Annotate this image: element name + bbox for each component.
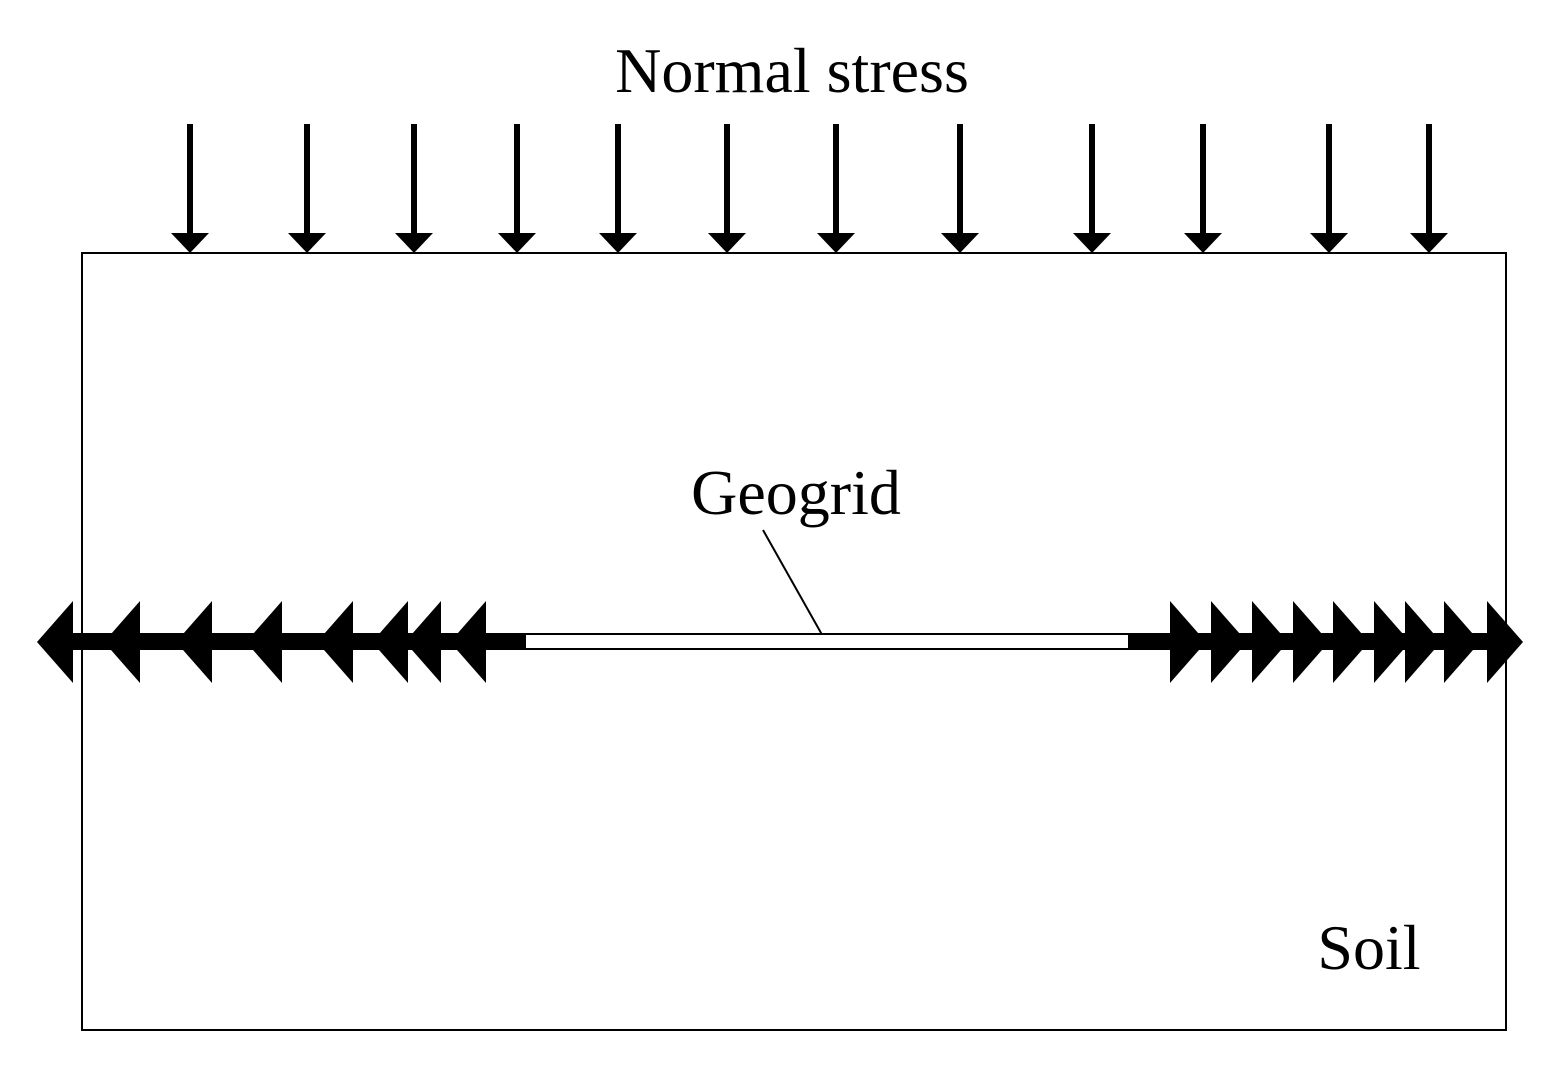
- right-pullout-arrowhead: [1374, 601, 1410, 683]
- geogrid-strip: [523, 633, 1131, 650]
- left-pullout-force: [37, 601, 526, 683]
- normal-stress-arrow: [941, 124, 979, 253]
- normal-stress-arrow: [288, 124, 326, 253]
- normal-stress-arrow: [1310, 124, 1348, 253]
- normal-stress-arrow: [171, 124, 209, 253]
- normal-stress-arrow-head: [708, 233, 746, 253]
- normal-stress-arrow: [599, 124, 637, 253]
- normal-stress-arrow-head: [1184, 233, 1222, 253]
- soil-label: Soil: [1317, 912, 1420, 983]
- normal-stress-arrow-head: [599, 233, 637, 253]
- right-pullout-arrowhead: [1333, 601, 1369, 683]
- normal-stress-arrow-head: [498, 233, 536, 253]
- right-pullout-arrowhead: [1170, 601, 1206, 683]
- normal-stress-label: Normal stress: [615, 35, 969, 106]
- normal-stress-arrow: [708, 124, 746, 253]
- normal-stress-arrow-head: [288, 233, 326, 253]
- normal-stress-arrow: [1184, 124, 1222, 253]
- right-pullout-force: [1128, 601, 1523, 683]
- right-pullout-arrowhead: [1211, 601, 1247, 683]
- left-pullout-arrowhead: [37, 601, 73, 683]
- normal-stress-arrow: [498, 124, 536, 253]
- normal-stress-arrow: [1410, 124, 1448, 253]
- normal-stress-arrow: [1073, 124, 1111, 253]
- geogrid-leader-line: [762, 529, 826, 641]
- left-pullout-arrowhead: [246, 601, 282, 683]
- right-pullout-arrowhead: [1487, 601, 1523, 683]
- geogrid-label: Geogrid: [691, 457, 901, 528]
- left-pullout-arrowhead: [450, 601, 486, 683]
- right-pullout-arrowhead: [1252, 601, 1288, 683]
- normal-stress-arrow: [817, 124, 855, 253]
- normal-stress-arrows: [171, 124, 1448, 253]
- normal-stress-arrow-head: [1310, 233, 1348, 253]
- normal-stress-arrow: [395, 124, 433, 253]
- normal-stress-arrow-head: [941, 233, 979, 253]
- normal-stress-arrow-head: [171, 233, 209, 253]
- normal-stress-arrow-head: [1073, 233, 1111, 253]
- normal-stress-arrow-head: [817, 233, 855, 253]
- right-pullout-arrowhead: [1444, 601, 1480, 683]
- left-pullout-arrowhead: [405, 601, 441, 683]
- left-pullout-arrowhead: [104, 601, 140, 683]
- right-pullout-arrowhead: [1293, 601, 1329, 683]
- normal-stress-arrow-head: [395, 233, 433, 253]
- left-pullout-arrowhead: [176, 601, 212, 683]
- right-pullout-arrowhead: [1405, 601, 1441, 683]
- left-pullout-arrowhead: [317, 601, 353, 683]
- normal-stress-arrow-head: [1410, 233, 1448, 253]
- left-pullout-arrowhead: [372, 601, 408, 683]
